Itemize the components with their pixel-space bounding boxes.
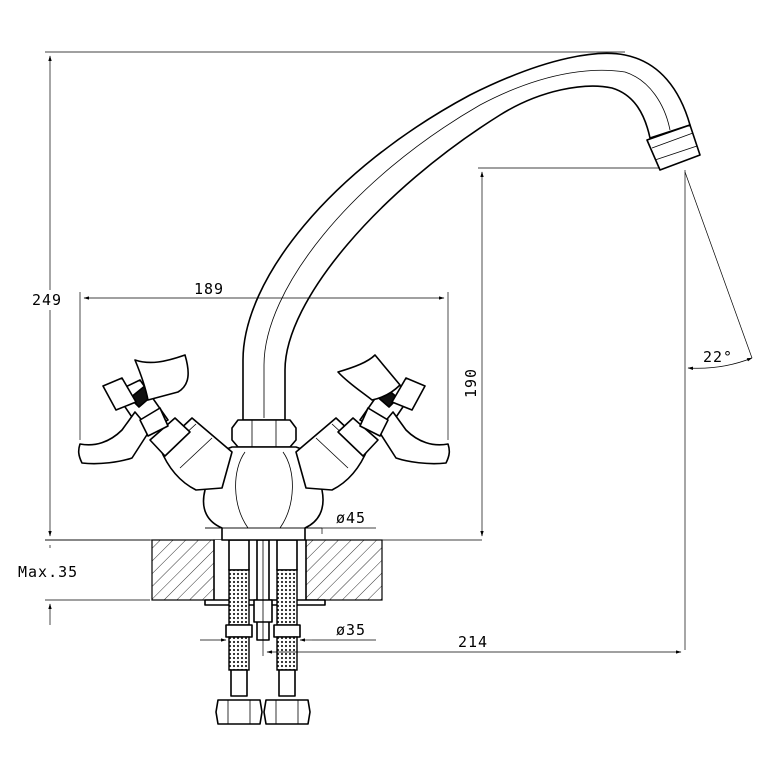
left-valve-arm (149, 417, 233, 491)
dimension-189 (79, 292, 449, 440)
dimension-214 (262, 640, 682, 656)
dim-214-label: 214 (458, 633, 488, 651)
dim-max35-label: Max.35 (18, 563, 78, 581)
dimension-190 (305, 167, 660, 541)
dimension-max35 (45, 539, 150, 625)
supply-hoses (215, 539, 311, 725)
right-valve-arm (295, 417, 379, 491)
dim-249-label: 249 (32, 291, 62, 309)
spout-nut (231, 419, 297, 448)
spout (242, 52, 701, 421)
right-cross-handle (337, 354, 451, 465)
dim-190-label: 190 (462, 368, 480, 398)
dim-45-label: ø45 (336, 509, 366, 527)
dimension-22-degrees (684, 170, 753, 650)
dim-189-label: 189 (194, 280, 224, 298)
dimension-45 (205, 527, 376, 534)
dim-35-label: ø35 (336, 621, 366, 639)
left-cross-handle (77, 354, 189, 465)
dim-22-label: 22° (703, 348, 733, 366)
